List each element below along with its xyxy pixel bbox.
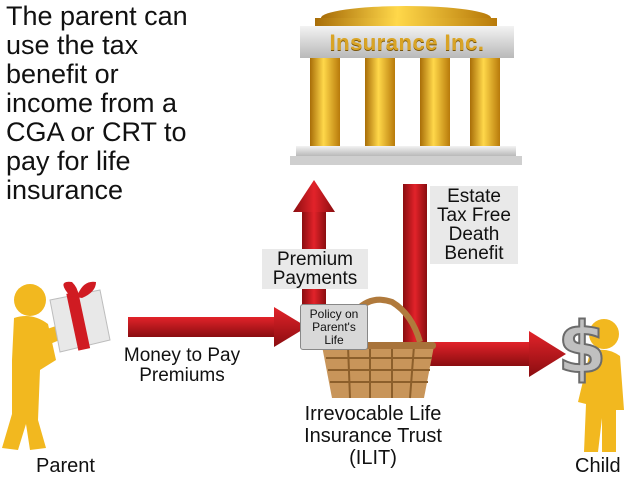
bank-title: Insurance Inc. [329, 30, 485, 55]
dollar-sign-icon: $ [558, 307, 607, 389]
basket-icon [320, 296, 436, 399]
ilit-label: Irrevocable Life Insurance Trust (ILIT) [304, 403, 442, 469]
policy-label: Policy on Parent's Life [300, 304, 368, 350]
parent-label: Parent [36, 455, 95, 477]
child-label: Child [575, 455, 621, 477]
person-icon [589, 319, 619, 349]
bank-building-icon [290, 6, 522, 165]
estate-tax-free-label: Estate Tax Free Death Benefit [430, 186, 518, 264]
premium-payments-label: Premium Payments [262, 249, 368, 289]
money-arrow [128, 307, 307, 347]
child-figure: $ [557, 306, 624, 452]
gift-box-icon [49, 281, 111, 353]
person-icon [14, 284, 46, 316]
intro-text: The parent can use the tax benefit or in… [6, 1, 188, 205]
parent-figure [2, 281, 111, 450]
money-to-pay-label: Money to Pay Premiums [123, 345, 241, 386]
